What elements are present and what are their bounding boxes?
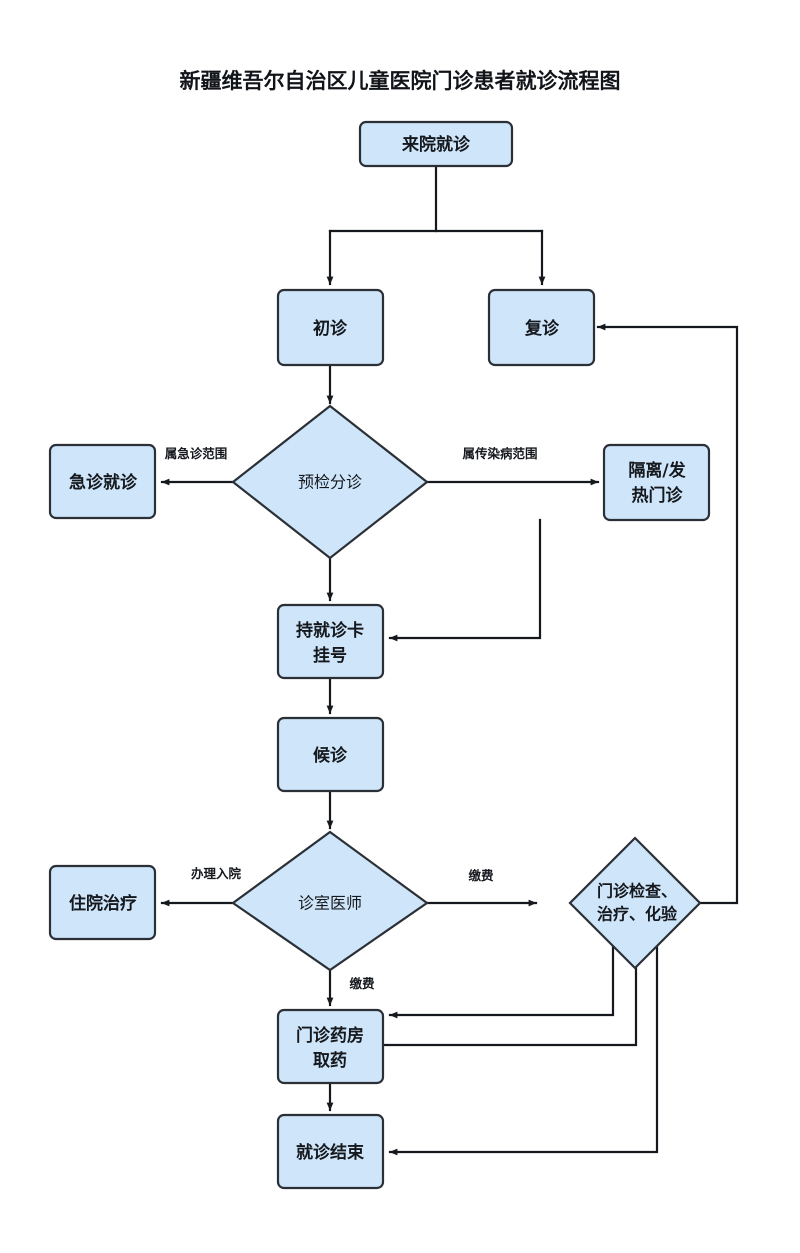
node-finish-shape[interactable]: [276, 1113, 385, 1190]
node-register[interactable]: 持就诊卡 挂号: [276, 603, 385, 680]
node-arrive-shape[interactable]: [358, 120, 514, 168]
node-triage-label: 预检分诊: [298, 473, 362, 492]
node-inpatient[interactable]: 住院治疗: [48, 864, 157, 941]
node-triage[interactable]: 预检分诊: [231, 404, 429, 560]
node-doctor-shape[interactable]: [231, 830, 429, 972]
node-first-visit-label: 初诊: [313, 318, 348, 339]
node-exam-label-line2: 治疗、化验: [597, 905, 678, 924]
node-isolation-shape[interactable]: [602, 443, 711, 522]
node-waiting-shape[interactable]: [276, 716, 385, 793]
edge-label-to-pharmacy-fee: 缴费: [349, 976, 375, 991]
node-isolation-label-line1: 隔离/发: [628, 460, 686, 481]
edge-exam-to-return-visit: [596, 323, 739, 905]
node-pharmacy[interactable]: 门诊药房 取药: [276, 1008, 385, 1085]
edges-layer: [160, 164, 739, 1156]
node-register-label-line2: 挂号: [313, 645, 347, 666]
node-finish-label: 就诊结束: [296, 1142, 364, 1163]
page-title: 新疆维吾尔自治区儿童医院门诊患者就诊流程图: [180, 69, 621, 93]
node-arrive-label: 来院就诊: [401, 134, 471, 155]
node-doctor-label: 诊室医师: [298, 894, 362, 913]
node-emergency-label: 急诊就诊: [69, 472, 138, 493]
edge-isolation-to-register: [388, 518, 542, 642]
node-arrive[interactable]: 来院就诊: [358, 120, 514, 168]
node-exam-label-line1: 门诊检查、: [597, 882, 677, 901]
node-pharmacy-shape[interactable]: [276, 1008, 385, 1085]
edge-exam-to-pharmacy: [388, 928, 615, 1019]
edge-exam-to-finish: [388, 923, 659, 1156]
node-inpatient-shape[interactable]: [48, 864, 157, 941]
edge-label-to-isolation: 属传染病范围: [462, 446, 537, 461]
node-pharmacy-label-line1: 门诊药房: [296, 1025, 364, 1046]
edge-pharmacy-to-exam: [381, 936, 640, 1047]
node-isolation[interactable]: 隔离/发 热门诊: [602, 443, 711, 522]
node-first-visit[interactable]: 初诊: [276, 288, 385, 367]
node-return-visit-shape[interactable]: [487, 288, 596, 367]
node-emergency-shape[interactable]: [48, 443, 157, 520]
node-register-label-line1: 持就诊卡: [296, 620, 364, 641]
node-inpatient-label: 住院治疗: [69, 893, 137, 914]
node-waiting[interactable]: 候诊: [276, 716, 385, 793]
edge-label-to-exam-fee: 缴费: [468, 868, 494, 883]
node-return-visit-label: 复诊: [524, 318, 560, 339]
node-triage-shape[interactable]: [231, 404, 429, 560]
edge-labels-layer: 属急诊范围 属传染病范围 办理入院 缴费 缴费: [165, 446, 538, 991]
node-emergency[interactable]: 急诊就诊: [48, 443, 157, 520]
edge-label-to-inpatient: 办理入院: [191, 866, 242, 881]
node-pharmacy-label-line2: 取药: [313, 1050, 347, 1071]
node-isolation-label-line2: 热门诊: [632, 485, 684, 506]
node-register-shape[interactable]: [276, 603, 385, 680]
node-exam[interactable]: 门诊检查、 治疗、化验: [568, 836, 702, 970]
node-exam-shape[interactable]: [568, 836, 702, 970]
node-finish[interactable]: 就诊结束: [276, 1113, 385, 1190]
node-waiting-label: 候诊: [313, 745, 348, 766]
node-return-visit[interactable]: 复诊: [487, 288, 596, 367]
node-doctor[interactable]: 诊室医师: [231, 830, 429, 972]
edge-label-to-emergency: 属急诊范围: [165, 446, 228, 461]
node-first-visit-shape[interactable]: [276, 288, 385, 367]
